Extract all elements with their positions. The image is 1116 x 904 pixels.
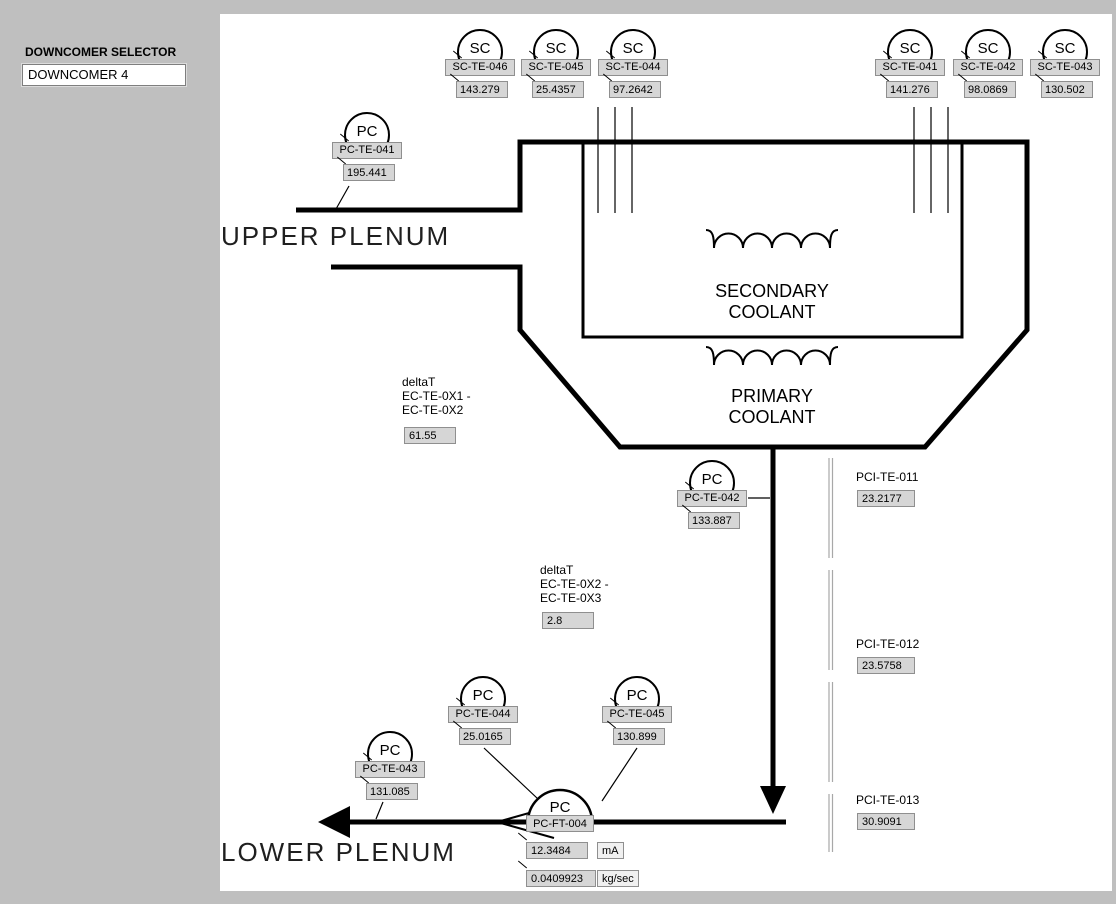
gauge-value: 195.441: [343, 164, 395, 181]
delta-t-2-value: 2.8: [542, 612, 594, 629]
downcomer-selector-label: DOWNCOMER SELECTOR: [25, 45, 177, 59]
flow-transmitter-flow-unit: kg/sec: [597, 870, 639, 887]
gauge-pc-te-041: PC PC-TE-041 195.441: [332, 112, 402, 184]
gauge-value: 25.4357: [532, 81, 584, 98]
delta-t-1-value: 61.55: [404, 427, 456, 444]
gauge-pc-te-042: PC PC-TE-042 133.887: [677, 460, 747, 532]
gauge-sc-te-044: SC SC-TE-044 97.2642: [598, 29, 668, 101]
gauge-tag: SC-TE-043: [1030, 59, 1100, 76]
gauge-value: 97.2642: [609, 81, 661, 98]
gauge-pc-te-043: PC PC-TE-043 131.085: [355, 731, 425, 803]
gauge-value: 98.0869: [964, 81, 1016, 98]
pci-te-012-tag: PCI-TE-012: [856, 637, 920, 651]
flow-transmitter-flow-value: 0.0409923: [526, 870, 596, 887]
gauge-value: 133.887: [688, 512, 740, 529]
gauge-sc-te-042: SC SC-TE-042 98.0869: [953, 29, 1023, 101]
gauge-tag: PC-TE-045: [602, 706, 672, 723]
gauge-value: 131.085: [366, 783, 418, 800]
gauge-sc-te-046: SC SC-TE-046 143.279: [445, 29, 515, 101]
gauge-sc-te-043: SC SC-TE-043 130.502: [1030, 29, 1100, 101]
pci-te-011-tag: PCI-TE-011: [856, 470, 919, 484]
downcomer-selector[interactable]: DOWNCOMER 4: [22, 64, 186, 86]
delta-t-1-label: deltaT EC-TE-0X1 - EC-TE-0X2: [402, 375, 471, 417]
pci-te-011-value: 23.2177: [857, 490, 915, 507]
flow-transmitter-current-unit: mA: [597, 842, 624, 859]
delta-t-2-label: deltaT EC-TE-0X2 - EC-TE-0X3: [540, 563, 609, 605]
gauge-value: 143.279: [456, 81, 508, 98]
gauge-value: 25.0165: [459, 728, 511, 745]
gauge-tag: SC-TE-041: [875, 59, 945, 76]
gauge-dial: PC: [614, 676, 660, 722]
gauge-pc-te-045: PC PC-TE-045 130.899: [602, 676, 672, 748]
pci-te-013-tag: PCI-TE-013: [856, 793, 920, 807]
gauge-sc-te-045: SC SC-TE-045 25.4357: [521, 29, 591, 101]
gauge-value: 130.502: [1041, 81, 1093, 98]
gauge-tag: PC-TE-043: [355, 761, 425, 778]
gauge-sc-te-041: SC SC-TE-041 141.276: [875, 29, 945, 101]
downcomer-selector-value: DOWNCOMER 4: [28, 67, 129, 82]
gauge-tag: SC-TE-045: [521, 59, 591, 76]
gauge-pc-te-044: PC PC-TE-044 25.0165: [448, 676, 518, 748]
gauge-tag: SC-TE-046: [445, 59, 515, 76]
lower-plenum-label: LOWER PLENUM: [221, 837, 456, 867]
upper-plenum-label: UPPER PLENUM: [221, 221, 451, 251]
pci-te-013-value: 30.9091: [857, 813, 915, 830]
flow-transmitter-current-value: 12.3484: [526, 842, 588, 859]
gauge-value: 141.276: [886, 81, 938, 98]
gauge-tag: SC-TE-042: [953, 59, 1023, 76]
gauge-value: 130.899: [613, 728, 665, 745]
secondary-coolant-label: SECONDARY COOLANT: [715, 281, 829, 322]
gauge-tag: SC-TE-044: [598, 59, 668, 76]
flow-transmitter-dial-label: PC: [549, 799, 571, 816]
primary-coolant-label: PRIMARY COOLANT: [728, 386, 816, 427]
gauge-tag: PC-TE-041: [332, 142, 402, 159]
flow-transmitter-tag: PC-FT-004: [526, 815, 594, 832]
gauge-tag: PC-TE-044: [448, 706, 518, 723]
pci-te-012-value: 23.5758: [857, 657, 915, 674]
gauge-tag: PC-TE-042: [677, 490, 747, 507]
